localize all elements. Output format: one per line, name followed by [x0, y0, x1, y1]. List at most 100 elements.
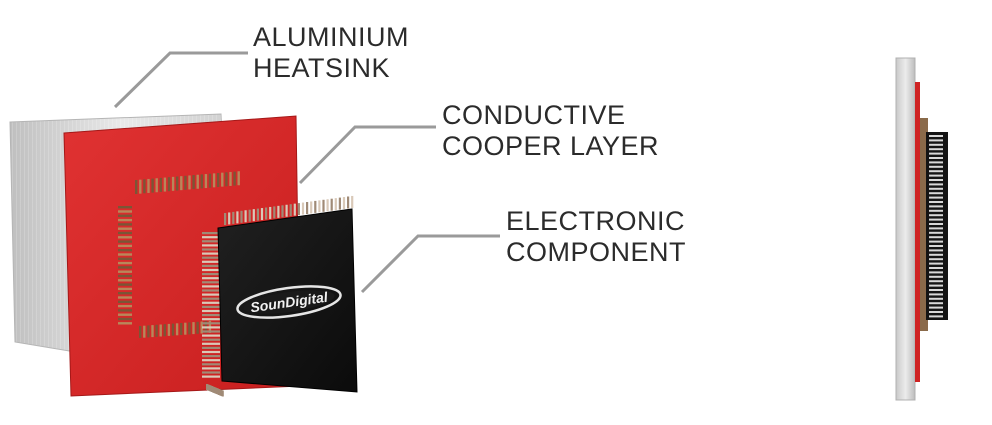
side-pin [929, 223, 943, 225]
label-component-line2: COMPONENT [506, 237, 686, 267]
chip-pin [244, 210, 247, 223]
copper-pads-top [135, 171, 240, 194]
copper-pad [139, 179, 142, 194]
copper-pad [180, 176, 183, 191]
copper-pad [118, 270, 132, 273]
label-heatsink-line1: ALUMINIUM [253, 22, 410, 52]
side-pin [929, 196, 943, 199]
copper-pad [171, 323, 175, 336]
copper-pad [118, 292, 132, 295]
copper-pad [217, 173, 220, 187]
label-copper-line1: CONDUCTIVE [442, 100, 626, 130]
chip-pin [202, 330, 220, 333]
chip-pin [322, 199, 325, 212]
copper-pad [151, 178, 154, 193]
chip-pin [202, 326, 220, 329]
copper-pad [151, 325, 154, 338]
side-pin [929, 306, 943, 309]
chip-pin [202, 297, 220, 300]
copper-pad [118, 296, 132, 299]
chip-pin [202, 264, 220, 267]
leader-line-heatsink [113, 51, 248, 109]
leader-line-component [360, 234, 500, 294]
chip-pin [209, 385, 212, 392]
chip-pin [202, 232, 220, 235]
copper-pad [118, 279, 132, 282]
chip-pin [347, 196, 350, 209]
chip-pin [202, 309, 220, 313]
copper-pad [118, 223, 132, 226]
copper-pad [212, 173, 216, 188]
chip-pin [214, 387, 217, 394]
copper-pad [118, 300, 132, 303]
chip-pin [202, 273, 220, 276]
chip-pin [202, 338, 220, 341]
copper-pad [188, 322, 191, 335]
chip-pin [212, 386, 215, 393]
copper-pad [175, 323, 179, 336]
chip-pin [248, 209, 251, 222]
copper-pad [118, 266, 132, 269]
side-pin [929, 165, 943, 168]
chip-pin [202, 252, 220, 255]
chip-pin [202, 346, 220, 349]
chip-pin [228, 212, 231, 225]
copper-pad [180, 323, 183, 335]
copper-pad [167, 323, 171, 336]
chip-pin [202, 240, 220, 243]
copper-pad [118, 244, 132, 248]
copper-pad [237, 171, 240, 186]
side-pin [929, 231, 943, 234]
side-pin [929, 297, 943, 300]
copper-pad [118, 283, 132, 286]
chip-pin [206, 384, 209, 390]
chip-pin [207, 384, 210, 391]
copper-pad [147, 178, 150, 193]
chip-pin [202, 236, 220, 239]
chip-pins-bottom [206, 384, 224, 397]
chip-pin [202, 301, 220, 304]
chip-pin [220, 390, 223, 396]
side-pin [929, 293, 943, 296]
chip-pin [289, 204, 292, 217]
chip-pin [216, 388, 219, 395]
chip-pin [218, 389, 221, 395]
copper-pad [196, 174, 199, 189]
copper-pad [118, 240, 132, 243]
copper-pad [135, 180, 138, 194]
chip-pin [202, 281, 220, 284]
chip-pin [306, 202, 309, 214]
side-pin [929, 289, 943, 291]
side-pin [929, 311, 943, 313]
copper-pad [176, 176, 179, 191]
copper-pad [204, 174, 208, 189]
chip-pin [208, 385, 211, 391]
chip-pin [215, 388, 218, 394]
copper-pad [118, 236, 132, 239]
chip-pin [202, 363, 220, 366]
electronic-component-chip: SounDigital [202, 195, 358, 397]
side-pin [929, 179, 943, 181]
chip-pin [202, 260, 220, 263]
copper-pad [163, 324, 166, 337]
copper-pad [192, 322, 195, 335]
copper-pad [143, 179, 146, 194]
chip-pin [252, 209, 255, 222]
side-pin [929, 249, 943, 252]
side-pin [929, 236, 943, 239]
copper-pad [118, 317, 132, 321]
label-component-line1: ELECTRONIC [506, 206, 686, 236]
chip-pin [221, 390, 224, 397]
side-pin [929, 240, 943, 243]
copper-pad [229, 171, 232, 186]
chip-pin [277, 205, 280, 218]
chip-pin [219, 389, 222, 396]
chip-pin [202, 342, 220, 345]
side-pin [929, 218, 943, 221]
copper-pad [155, 324, 158, 337]
copper-pad [221, 172, 224, 187]
chip-pin [351, 195, 354, 208]
copper-pad [118, 210, 132, 213]
copper-pad [118, 313, 132, 316]
copper-pad [184, 175, 187, 190]
